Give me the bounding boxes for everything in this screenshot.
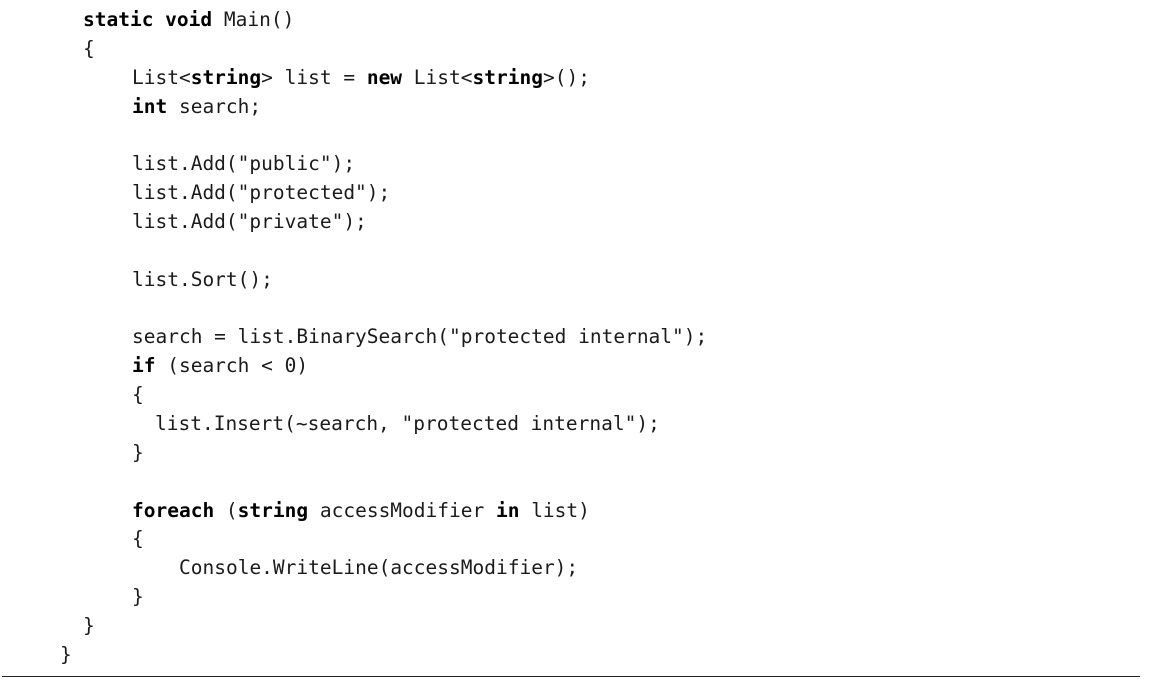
code-line: list.Insert(~search, "protected internal… xyxy=(0,410,1152,439)
code-line: } xyxy=(0,641,1152,670)
code-line: { xyxy=(0,35,1152,64)
code-text: >(); xyxy=(542,65,590,89)
code-keyword: string xyxy=(472,65,543,89)
code-keyword: string xyxy=(237,498,309,522)
code-keyword: foreach xyxy=(132,498,215,522)
code-block: static void Main() { List<string> list =… xyxy=(0,6,1152,670)
code-text: List< xyxy=(402,65,473,89)
code-text: ( xyxy=(214,498,238,522)
code-line: { xyxy=(0,525,1152,554)
code-text: list.Sort(); xyxy=(132,267,273,291)
code-text: list.Add("public"); xyxy=(132,152,356,176)
code-text: { xyxy=(132,527,144,551)
code-line: Console.WriteLine(accessModifier); xyxy=(0,554,1152,583)
code-line xyxy=(0,121,1152,150)
code-line: int search; xyxy=(0,93,1152,122)
code-line: list.Add("public"); xyxy=(0,150,1152,179)
code-line xyxy=(0,468,1152,497)
code-line: } xyxy=(0,583,1152,612)
code-line xyxy=(0,237,1152,266)
bottom-divider xyxy=(2,676,1140,677)
code-line: search = list.BinarySearch("protected in… xyxy=(0,323,1152,352)
code-text: Console.WriteLine(accessModifier); xyxy=(179,556,579,580)
code-line: } xyxy=(0,439,1152,468)
code-text: search; xyxy=(167,94,262,118)
code-text: { xyxy=(83,36,95,60)
code-line: List<string> list = new List<string>(); xyxy=(0,64,1152,93)
code-line: list.Add("private"); xyxy=(0,208,1152,237)
code-text: search = list.BinarySearch("protected in… xyxy=(132,325,708,349)
code-line: if (search < 0) xyxy=(0,352,1152,381)
code-keyword: static void xyxy=(83,8,213,31)
code-line: list.Add("protected"); xyxy=(0,179,1152,208)
code-line: foreach (string accessModifier in list) xyxy=(0,497,1152,526)
code-line: static void Main() xyxy=(0,6,1152,35)
code-text: { xyxy=(132,383,144,407)
code-keyword: new xyxy=(366,65,403,89)
code-text: list.Add("private"); xyxy=(132,210,367,234)
code-text: (search < 0) xyxy=(155,354,309,378)
code-line: { xyxy=(0,381,1152,410)
code-text: List< xyxy=(132,65,191,89)
code-line: } xyxy=(0,612,1152,641)
code-text: list.Add("protected"); xyxy=(132,181,391,205)
code-text: } xyxy=(60,642,72,666)
code-text: } xyxy=(132,585,144,609)
code-text: > list = xyxy=(261,65,367,89)
code-text: list.Insert(~search, "protected internal… xyxy=(155,412,660,436)
code-keyword: int xyxy=(132,94,168,118)
code-text: accessModifier xyxy=(308,498,496,522)
code-text: } xyxy=(132,440,144,464)
code-line: list.Sort(); xyxy=(0,266,1152,295)
code-text: list) xyxy=(519,498,590,522)
code-text: Main() xyxy=(212,8,295,31)
code-keyword: if xyxy=(132,354,156,378)
code-text: } xyxy=(83,614,95,638)
code-line xyxy=(0,295,1152,324)
code-keyword: string xyxy=(190,65,262,89)
code-keyword: in xyxy=(495,498,520,522)
